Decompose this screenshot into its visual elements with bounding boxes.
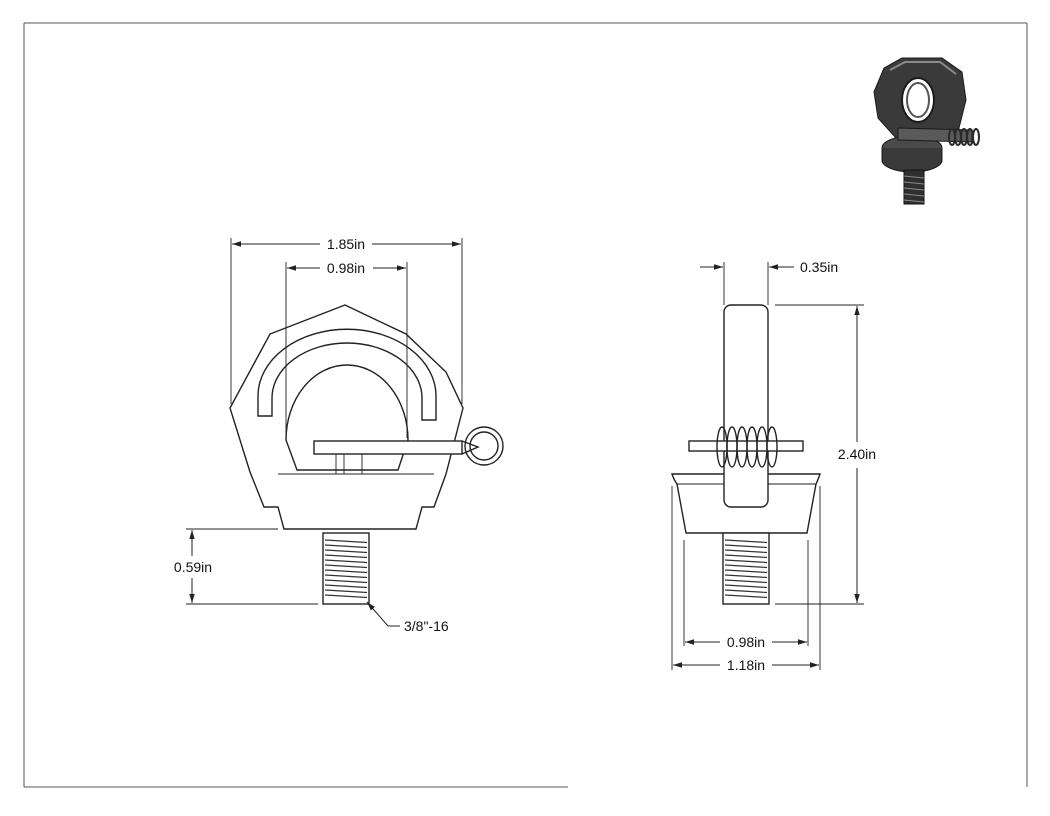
thread-line bbox=[324, 594, 368, 599]
pin-wedge bbox=[461, 440, 480, 455]
dim-overall-height: 2.40in bbox=[838, 446, 876, 462]
thread-line bbox=[724, 589, 768, 594]
dim-overall-width: 1.85in bbox=[327, 236, 365, 252]
thread-line bbox=[724, 594, 768, 599]
dim-ring-thickness: 0.35in bbox=[800, 259, 838, 275]
front-view-dimensions: 1.85in 0.98in 0.59in 3/8"-16 bbox=[174, 236, 463, 634]
thread-line bbox=[324, 544, 368, 549]
sheet-border bbox=[23, 22, 1028, 788]
side-view bbox=[671, 304, 821, 605]
iso-spring bbox=[948, 128, 980, 146]
thread-line bbox=[724, 544, 768, 549]
pull-ring-inner bbox=[469, 431, 499, 461]
thread-line bbox=[324, 569, 368, 574]
thread-line bbox=[724, 549, 768, 554]
isometric-view bbox=[873, 57, 980, 205]
dim-base-bottom-width: 0.98in bbox=[727, 634, 765, 650]
spring-coil bbox=[766, 426, 778, 468]
iso-nut-highlight bbox=[889, 61, 957, 75]
dim-base-top-width: 1.18in bbox=[727, 657, 765, 673]
thread-line bbox=[324, 559, 368, 564]
side-thread-stud bbox=[722, 532, 770, 605]
thread-line bbox=[724, 559, 768, 564]
side-view-dimensions: 0.35in 2.40in 0.98in 1.18in bbox=[671, 259, 876, 673]
side-pin bbox=[688, 440, 804, 452]
nut-arc bbox=[257, 328, 437, 421]
thread-line bbox=[324, 564, 368, 569]
thread-callout: 3/8"-16 bbox=[404, 618, 449, 634]
thread-stud bbox=[322, 532, 370, 605]
thread-line bbox=[324, 589, 368, 594]
side-thread-lines bbox=[724, 539, 768, 599]
thread-line bbox=[724, 539, 768, 544]
thread-line bbox=[724, 554, 768, 559]
thread-line bbox=[724, 564, 768, 569]
front-view bbox=[229, 304, 504, 605]
thread-line bbox=[724, 584, 768, 589]
thread-line bbox=[724, 569, 768, 574]
thread-line bbox=[324, 549, 368, 554]
thread-line bbox=[724, 579, 768, 584]
thread-line bbox=[324, 554, 368, 559]
thread-line bbox=[324, 539, 368, 544]
pull-ring-outer bbox=[464, 426, 504, 466]
thread-line bbox=[324, 584, 368, 589]
iso-stud bbox=[903, 169, 925, 205]
dim-thread-length: 0.59in bbox=[174, 559, 212, 575]
spring bbox=[716, 426, 778, 468]
thread-line bbox=[724, 574, 768, 579]
thread-line bbox=[324, 579, 368, 584]
dim-ring-width: 0.98in bbox=[327, 260, 365, 276]
pin-bar bbox=[313, 440, 463, 455]
ring-side bbox=[723, 304, 769, 508]
thread-line bbox=[324, 574, 368, 579]
thread-lines bbox=[324, 539, 368, 599]
